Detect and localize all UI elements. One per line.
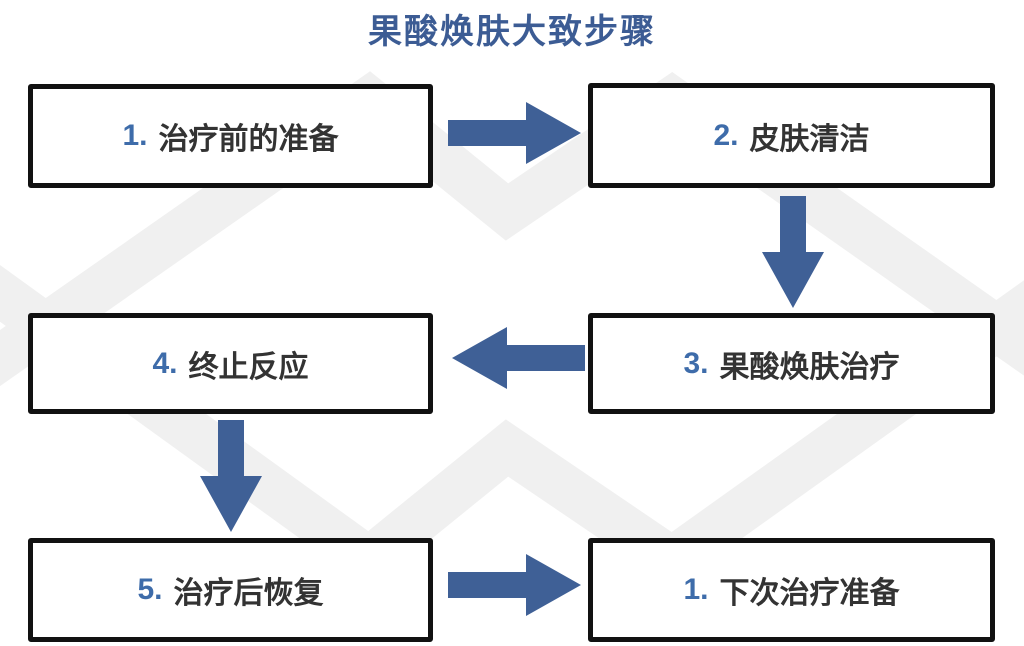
- step-box-4: 4. 终止反应: [28, 313, 433, 414]
- step-4-label: 终止反应: [188, 350, 309, 384]
- step-box-1: 1. 治疗前的准备: [28, 84, 433, 188]
- step-box-5: 5. 治疗后恢复: [28, 538, 433, 642]
- step-4-number: 4.: [152, 346, 178, 380]
- step-3-number: 3.: [683, 346, 709, 380]
- step-5-label: 治疗后恢复: [173, 577, 324, 610]
- diagram-title: 果酸焕肤大致步骤: [368, 13, 656, 51]
- step-5-number: 5.: [137, 573, 163, 606]
- arrow-right-icon: [448, 102, 581, 164]
- step-box-6: 1. 下次治疗准备: [588, 538, 995, 642]
- step-6-label: 下次治疗准备: [719, 577, 900, 610]
- arrow-right-icon: [448, 554, 581, 616]
- step-box-3: 3. 果酸焕肤治疗: [588, 313, 995, 414]
- step-1-label: 治疗前的准备: [158, 123, 339, 156]
- step-1-number: 1.: [122, 119, 148, 152]
- step-2-label: 皮肤清洁: [749, 122, 870, 156]
- arrow-down-icon: [200, 420, 262, 532]
- arrow-down-icon: [762, 196, 824, 308]
- step-2-number: 2.: [713, 118, 739, 152]
- arrow-left-icon: [452, 327, 585, 389]
- step-box-2: 2. 皮肤清洁: [588, 83, 995, 188]
- step-6-number: 1.: [683, 573, 709, 606]
- step-3-label: 果酸焕肤治疗: [719, 350, 900, 384]
